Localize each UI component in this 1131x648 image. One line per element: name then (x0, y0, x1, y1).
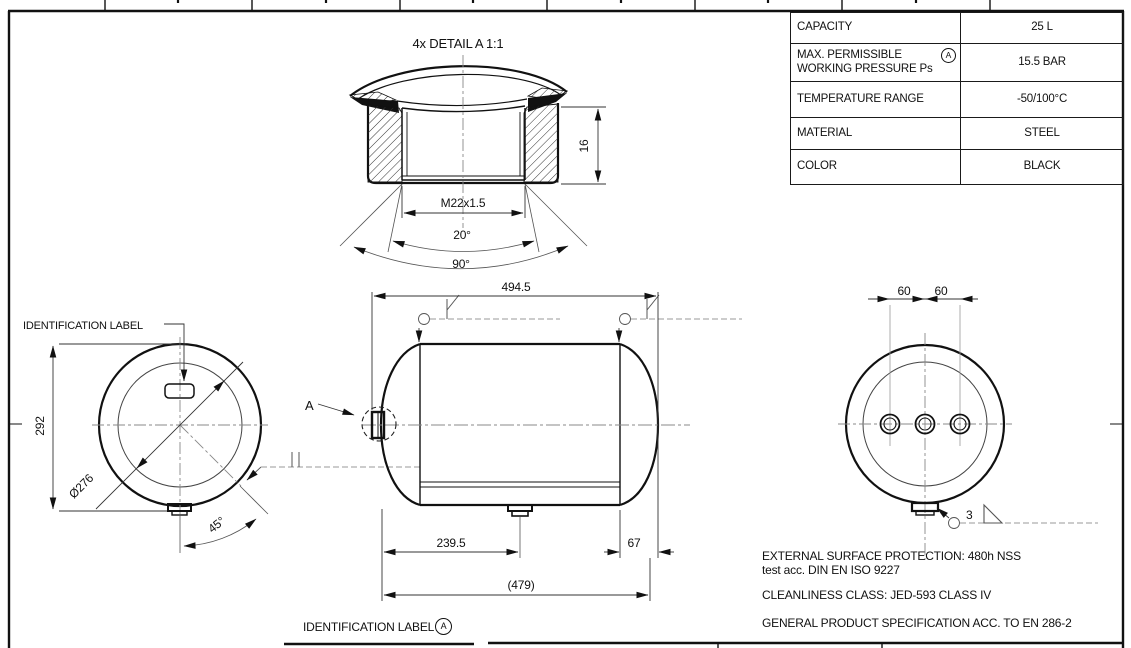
dim-494-5: 494.5 (501, 280, 531, 294)
dim-45: 45° (205, 514, 228, 536)
left-end-view: IDENTIFICATION LABEL 292 Ø276 45° (23, 320, 420, 553)
dim-60-left: 60 (898, 284, 911, 298)
detail-ref-a: A (305, 398, 314, 413)
detail-a-title: 4x DETAIL A 1:1 (413, 36, 504, 51)
right-end-view: 60 60 3 (838, 284, 1098, 560)
spec-value: STEEL (1024, 126, 1060, 139)
spec-label: TEMPERATURE RANGE (797, 92, 924, 105)
identification-label-callout: IDENTIFICATION LABEL (23, 320, 143, 332)
spec-label: MAX. PERMISSIBLE (797, 49, 902, 62)
dim-239-5: 239.5 (436, 536, 466, 550)
table-row: COLOR BLACK (790, 149, 1124, 185)
side-view: A 494.5 (305, 280, 742, 601)
weld-size-3: 3 (966, 508, 973, 522)
spec-label: CAPACITY (797, 21, 853, 34)
dim-angle-20: 20° (453, 228, 471, 242)
note-general-spec: GENERAL PRODUCT SPECIFICATION ACC. TO EN… (762, 616, 1072, 630)
table-row: TEMPERATURE RANGE -50/100°C (790, 81, 1124, 118)
spec-value: -50/100°C (1016, 92, 1068, 105)
note-cleanliness: CLEANLINESS CLASS: JED-593 CLASS IV (762, 588, 992, 602)
table-row: CAPACITY 25 L (790, 12, 1124, 44)
table-row: MATERIAL STEEL (790, 117, 1124, 150)
spec-label-line2: WORKING PRESSURE Ps (797, 62, 933, 75)
dim-angle-90: 90° (452, 257, 470, 271)
detail-a-view: 4x DETAIL A 1:1 (339, 36, 606, 271)
spec-value: 15.5 BAR (1018, 55, 1066, 68)
footer-ref-a-badge: A (435, 618, 453, 635)
dim-60-right: 60 (935, 284, 948, 298)
dim-thread: M22x1.5 (441, 196, 486, 210)
dim-479: (479) (507, 578, 534, 592)
dim-67: 67 (628, 536, 641, 550)
dim-292: 292 (33, 416, 47, 436)
sheet-frame (7, 0, 1125, 648)
spec-table: CAPACITY 25 L MAX. PERMISSIBLE WORKING P… (790, 12, 1124, 185)
spec-label: MATERIAL (797, 126, 853, 139)
footer-label-text: IDENTIFICATION LABEL (303, 619, 435, 634)
table-row: MAX. PERMISSIBLE WORKING PRESSURE Ps A 1… (790, 43, 1124, 82)
ref-a-badge: A (941, 48, 956, 63)
spec-value: 25 L (1031, 21, 1053, 34)
spec-label: COLOR (797, 160, 837, 173)
dim-diameter: Ø276 (66, 471, 96, 501)
footer-identification-label: IDENTIFICATION LABEL A (303, 618, 453, 635)
spec-value: BLACK (1023, 160, 1061, 173)
note-test-standard: test acc. DIN EN ISO 9227 (762, 563, 900, 577)
note-surface-protection: EXTERNAL SURFACE PROTECTION: 480h NSS (762, 549, 1021, 563)
dim-16: 16 (577, 139, 591, 152)
